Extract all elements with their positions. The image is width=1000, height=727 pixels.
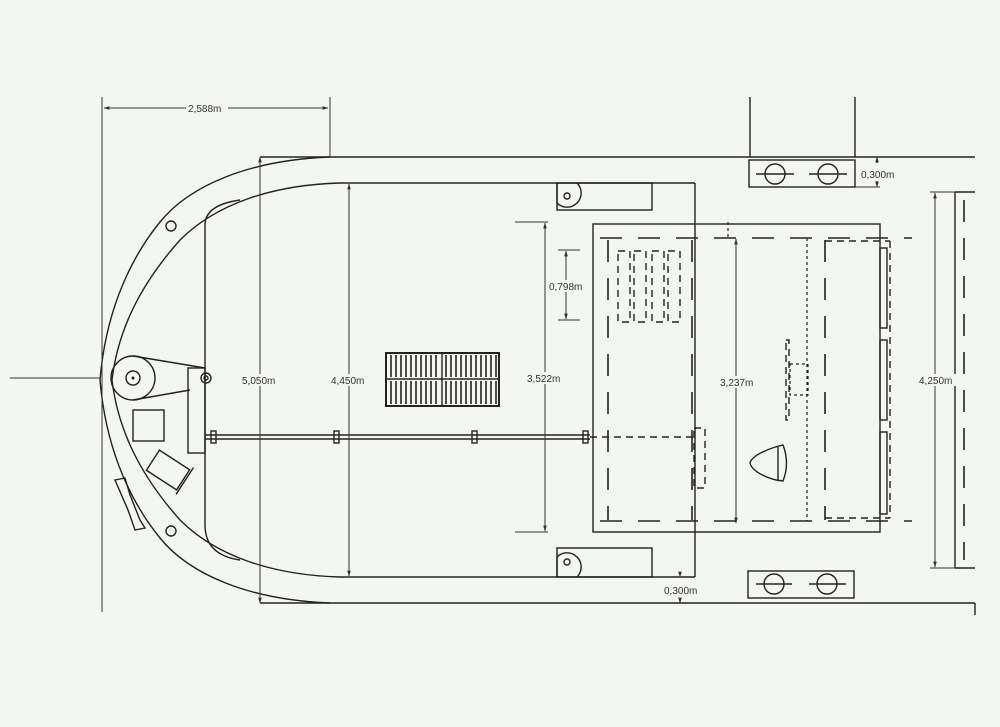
cleat-icon (165, 220, 177, 232)
dim-overall-width: 5,050m (242, 376, 275, 387)
cleat-icon (165, 525, 177, 537)
dim-hold-width: 3,522m (527, 374, 560, 385)
seat-rows (617, 250, 681, 323)
cabin (592, 222, 912, 533)
dim-bow-length: 2,588m (188, 104, 221, 115)
deck-grate (385, 352, 500, 407)
anchor-winch (10, 355, 212, 531)
helm-icon (749, 444, 788, 482)
drive-shaft (205, 427, 706, 489)
seat-outline (667, 250, 681, 323)
seat-outline (633, 250, 647, 323)
dim-deck-width: 4,450m (331, 376, 364, 387)
anchor-icon (114, 477, 147, 531)
dim-bollard-offset-top: 0,300m (861, 170, 894, 181)
seat-outline (617, 250, 631, 323)
dim-hatch-spacing: 0,798m (549, 282, 582, 293)
dim-cabin-width: 3,237m (720, 378, 753, 389)
battery-icon (145, 449, 191, 491)
dim-dock-width: 4,250m (919, 376, 952, 387)
hull-outline (99, 156, 696, 604)
dock-edges (260, 97, 976, 615)
corner-fittings (556, 182, 653, 578)
bollards-top (748, 159, 856, 188)
seat-outline (651, 250, 665, 323)
box-icon (132, 409, 165, 442)
bollards-bottom (747, 570, 855, 599)
dim-bollard-offset-bottom: 0,300m (664, 586, 697, 597)
